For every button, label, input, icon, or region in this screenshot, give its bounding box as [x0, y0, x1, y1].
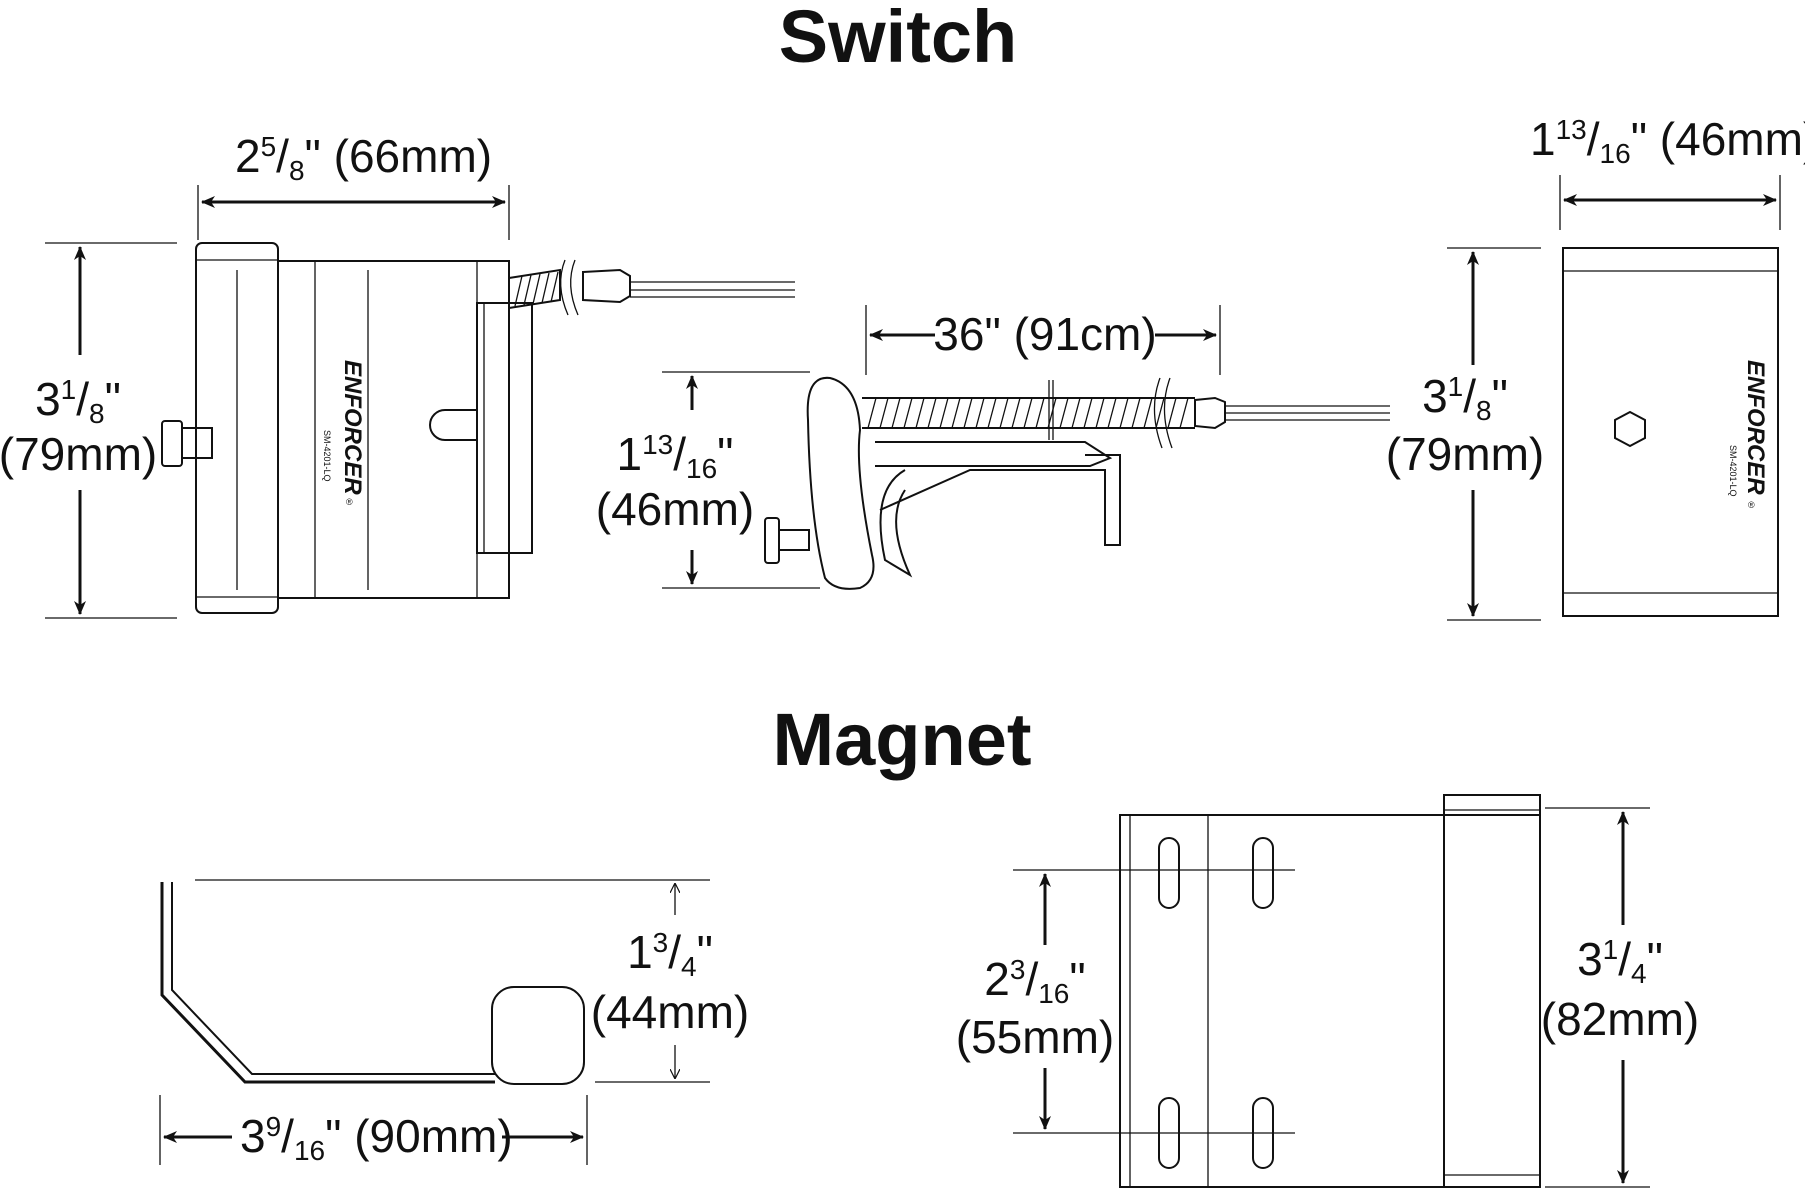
switch-title: Switch	[779, 0, 1017, 78]
magnet-side-view: 13/4" (44mm) 39/16" (90mm)	[159, 879, 749, 1166]
magnet-front-height-label: 31/4"	[1577, 933, 1663, 989]
magnet-front-view: 23/16" (55mm) 31/4" (82mm)	[956, 794, 1699, 1188]
magnet-front-height-mm: (82mm)	[1541, 993, 1699, 1045]
switch-depth-mm: (46mm)	[596, 483, 754, 535]
switch-front-view: 25/8" (66mm) 31/8" (79mm) ENFORCER SM-42…	[0, 130, 795, 619]
magnet-height-mm: (44mm)	[591, 986, 749, 1038]
end-model-number: SM-4201-LQ	[1728, 445, 1738, 497]
end-brand-logo: ENFORCER	[1742, 360, 1769, 495]
end-height-mm: (79mm)	[1386, 428, 1544, 480]
end-height-label: 31/8"	[1422, 370, 1508, 426]
switch-width-label: 25/8" (66mm)	[235, 130, 492, 186]
switch-end-view: 113/16" (46mm) 31/8" (79mm) ENFORCER SM-…	[1386, 113, 1805, 621]
slot-spacing-label: 23/16"	[984, 953, 1085, 1009]
switch-height-label: 31/8"	[35, 373, 121, 429]
slot-spacing-mm: (55mm)	[956, 1011, 1114, 1063]
magnet-title: Magnet	[773, 698, 1032, 781]
switch-depth-label: 113/16"	[616, 428, 733, 484]
magnet-height-label: 13/4"	[627, 926, 713, 982]
switch-model-number: SM-4201-LQ	[322, 430, 332, 482]
end-registered-mark: ®	[1748, 500, 1755, 510]
magnet-width-label: 39/16" (90mm)	[240, 1110, 513, 1166]
switch-brand-logo: ENFORCER	[339, 360, 366, 495]
mounting-slot	[1158, 837, 1180, 909]
switch-height-mm: (79mm)	[0, 428, 157, 480]
cable-length-label: 36" (91cm)	[933, 308, 1156, 360]
switch-side-view: 36" (91cm) 113/16" (46mm)	[596, 305, 1390, 590]
hex-bolt-icon	[1614, 410, 1646, 448]
mounting-slot	[1252, 837, 1274, 909]
armored-cable	[867, 397, 1189, 429]
end-width-label: 113/16" (46mm)	[1530, 113, 1805, 169]
switch-registered-mark: ®	[346, 497, 353, 507]
